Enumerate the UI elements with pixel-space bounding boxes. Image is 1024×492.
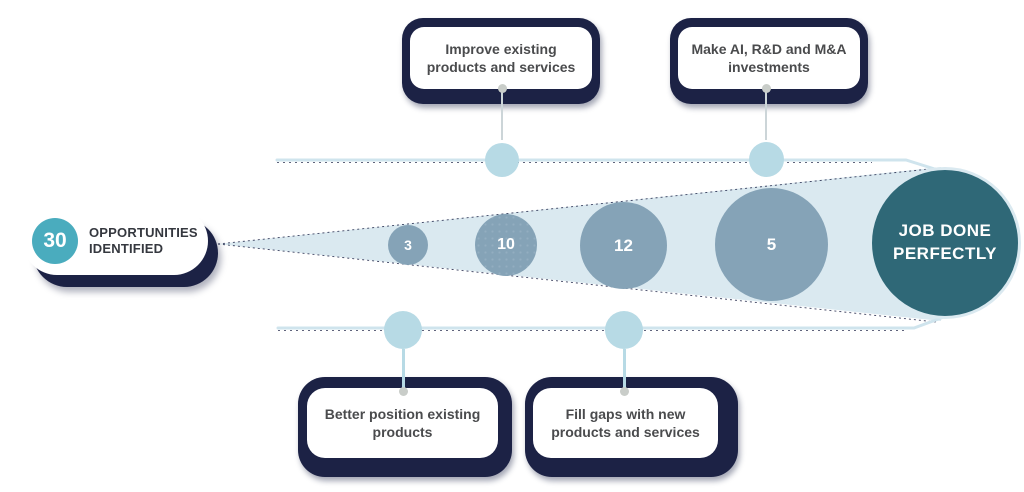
callout-text: Fill gaps with new products and services <box>551 405 700 440</box>
opportunities-pill: 30 OPPORTUNITIES IDENTIFIED <box>23 207 208 275</box>
anchor-dot-bottom-right <box>620 387 629 396</box>
opportunities-label: OPPORTUNITIES IDENTIFIED <box>89 224 198 256</box>
stage-circle-5: 5 <box>715 188 828 301</box>
funnel-top-edge <box>217 167 940 245</box>
callout-text: Better position existing products <box>324 405 481 440</box>
anchor-dot-top-right <box>762 84 771 93</box>
result-text: JOB DONE PERFECTLY <box>892 221 997 263</box>
guide-node-bottom-1 <box>384 311 422 349</box>
connector-line-bottom-left <box>402 349 405 391</box>
callout-card: Make AI, R&D and M&A investments <box>678 27 860 89</box>
callout-text: Improve existing products and services <box>426 40 576 75</box>
guide-node-bottom-2 <box>605 311 643 349</box>
callout-card: Fill gaps with new products and services <box>533 388 718 458</box>
connector-line-bottom-right <box>623 349 626 391</box>
callout-text: Make AI, R&D and M&A investments <box>691 40 847 75</box>
anchor-dot-top-left <box>498 84 507 93</box>
connector-line-top-left <box>501 92 503 140</box>
guide-node-top-1 <box>485 143 519 177</box>
callout-card: Improve existing products and services <box>410 27 592 89</box>
stage-circle-12: 12 <box>580 202 667 289</box>
callout-improve-existing: Improve existing products and services <box>402 18 600 104</box>
result-circle: JOB DONE PERFECTLY <box>869 167 1021 319</box>
funnel-bottom-edge <box>217 243 937 323</box>
stage-circle-10: 10 <box>475 214 537 276</box>
anchor-dot-bottom-left <box>399 387 408 396</box>
top-guide-line <box>275 158 943 173</box>
guide-node-top-2 <box>749 142 784 177</box>
connector-line-top-right <box>765 92 767 140</box>
stage-circle-3: 3 <box>388 225 428 265</box>
callout-card: Better position existing products <box>307 388 498 458</box>
opportunities-count-badge: 30 <box>32 218 78 264</box>
callout-fill-gaps: Fill gaps with new products and services <box>525 377 738 477</box>
